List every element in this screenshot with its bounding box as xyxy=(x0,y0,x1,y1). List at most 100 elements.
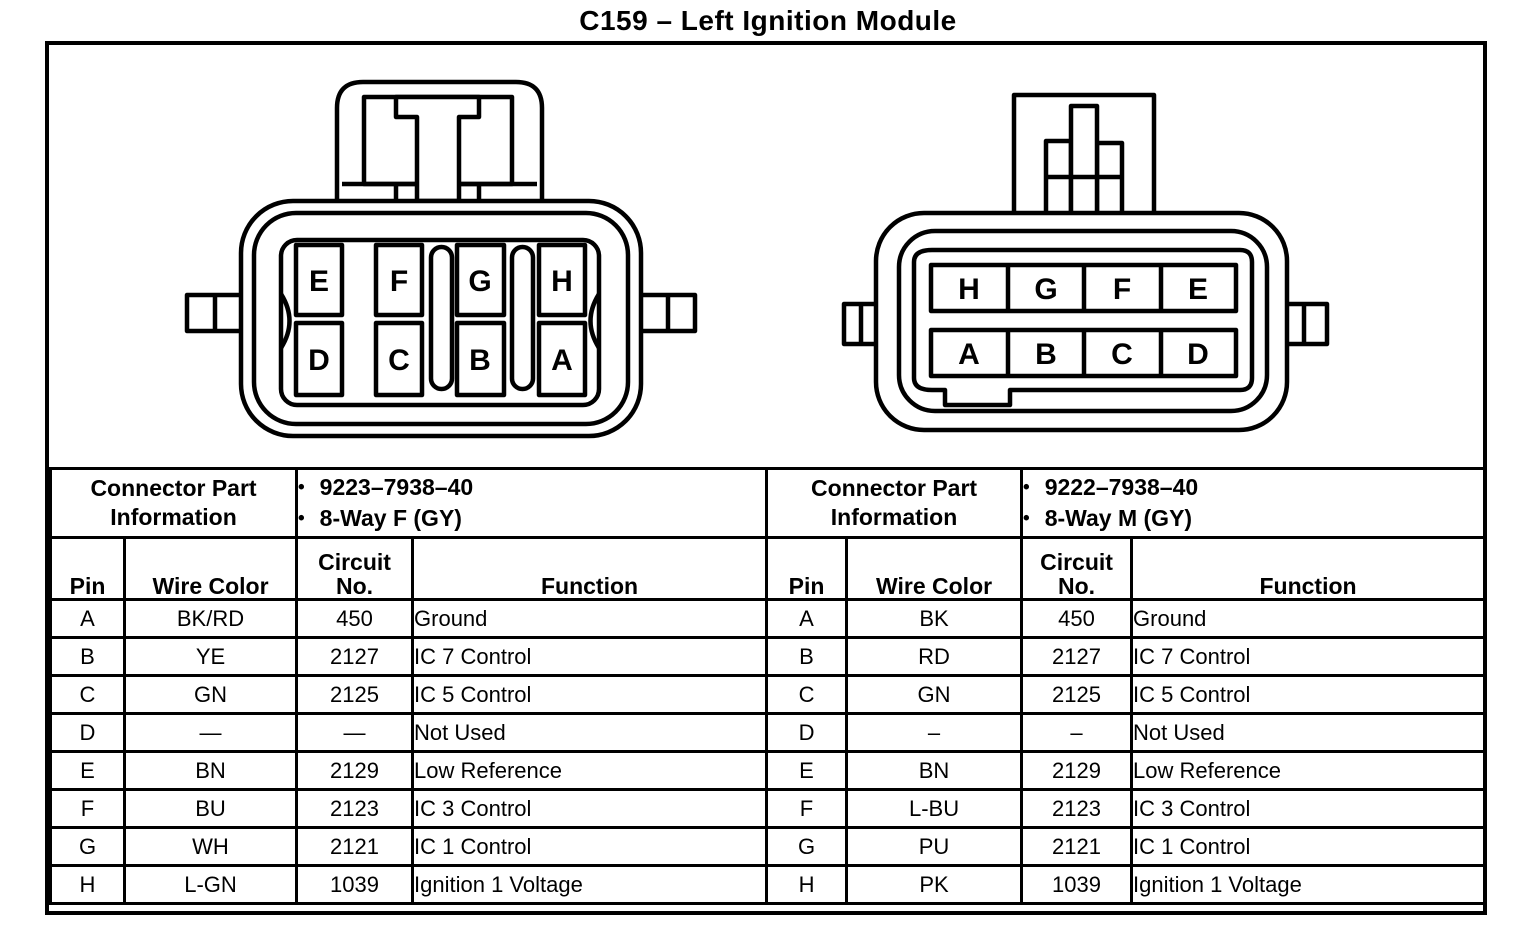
female-wall-notch-right xyxy=(588,292,601,350)
wire-color-cell: GN xyxy=(122,674,299,715)
pin-label: H xyxy=(958,273,980,306)
wire-color-column-header: Wire Color xyxy=(122,536,299,601)
male-cavity-outline xyxy=(911,247,1255,408)
wire-color-cell: GN xyxy=(845,674,1024,715)
pin-cavity-g xyxy=(454,242,507,318)
function-cell: IC 3 Control xyxy=(1130,788,1483,829)
connector-type: 8-Way M (GY) xyxy=(1044,505,1193,531)
page-title: C159 – Left Ignition Module xyxy=(579,5,957,36)
function-cell: IC 7 Control xyxy=(1130,636,1483,677)
circuit-cell: — xyxy=(295,712,415,753)
wire-color-cell: L-GN xyxy=(122,864,299,905)
pin-label: B xyxy=(469,344,491,377)
circuit-cell: 2129 xyxy=(295,750,415,791)
circuit-cell: 450 xyxy=(1020,598,1134,639)
wire-color-cell: PK xyxy=(845,864,1024,905)
circuit-cell: 2121 xyxy=(295,826,415,867)
pin-cavity-f xyxy=(373,242,425,318)
function-cell: Ground xyxy=(1130,598,1483,639)
bullet-icon: • xyxy=(298,508,305,529)
part-number-line: •8-Way F (GY) xyxy=(298,505,764,532)
female-body-inner-outline xyxy=(251,210,631,427)
table-row: G WH 2121 IC 1 Control G PU 2121 IC 1 Co… xyxy=(49,826,1483,867)
function-cell: Ground xyxy=(411,598,769,639)
pin-cell: G xyxy=(49,826,126,867)
pin-cell: D xyxy=(49,712,126,753)
pin-label: G xyxy=(468,265,491,298)
female-cavity-outline xyxy=(278,237,602,408)
part-number-line: • 8-Way M (GY) xyxy=(1023,505,1482,532)
table-row: A BK/RD 450 Ground A BK 450 Ground xyxy=(49,598,1483,639)
pin-cell: H xyxy=(49,864,126,905)
wire-color-cell: WH xyxy=(122,826,299,867)
male-lock-tab-center-rib xyxy=(1068,103,1100,218)
pin-label: C xyxy=(1111,338,1133,371)
wire-color-cell: BK/RD xyxy=(122,598,299,639)
part-number: 9222–7938–40 xyxy=(1044,474,1199,500)
pin-label: C xyxy=(388,344,410,377)
wire-color-cell: BK xyxy=(845,598,1024,639)
table-row: D — — Not Used D – – Not Used xyxy=(49,712,1483,753)
pin-cavity-d xyxy=(293,320,345,398)
female-wall-notch-left xyxy=(279,292,292,350)
pin-label: A xyxy=(958,338,980,371)
wire-color-cell: PU xyxy=(845,826,1024,867)
wire-color-cell: BU xyxy=(122,788,299,829)
pin-label: H xyxy=(551,265,573,298)
wire-color-cell: RD xyxy=(845,636,1024,677)
pin-cavity-h xyxy=(536,242,588,318)
pin-label: F xyxy=(1113,273,1131,306)
connector-faces-drawing: E F G H D C B A xyxy=(184,79,1330,439)
table-row: B YE 2127 IC 7 Control B RD 2127 IC 7 Co… xyxy=(49,636,1483,677)
bullet-icon: • xyxy=(1023,508,1030,529)
pin-cell: A xyxy=(765,598,849,639)
part-number: 9223–7938–40 xyxy=(319,474,474,500)
bullet-icon: • xyxy=(298,477,305,498)
circuit-cell: 1039 xyxy=(295,864,415,905)
column-header-row: Pin Wire Color Circuit No. Function Pin … xyxy=(49,536,1483,601)
function-cell: IC 5 Control xyxy=(411,674,769,715)
circuit-cell: 2123 xyxy=(1020,788,1134,829)
table-row: F BU 2123 IC 3 Control F L-BU 2123 IC 3 … xyxy=(49,788,1483,829)
circuit-cell: 450 xyxy=(295,598,415,639)
part-numbers: • 9223–7938–40 •8-Way F (GY) xyxy=(295,467,769,539)
circuit-cell: 2127 xyxy=(1020,636,1134,677)
function-cell: Low Reference xyxy=(1130,750,1483,791)
male-connector-face: H G F E A B C D xyxy=(841,92,1330,433)
function-cell: Ignition 1 Voltage xyxy=(411,864,769,905)
female-key-slot xyxy=(509,244,536,392)
part-numbers: •9222–7938–40 • 8-Way M (GY) xyxy=(1020,467,1483,539)
female-key-slot xyxy=(428,244,455,392)
pin-cavity-e xyxy=(293,242,345,318)
function-cell: Not Used xyxy=(1130,712,1483,753)
pin-cavity-a xyxy=(536,320,588,398)
pin-column-header: Pin xyxy=(765,536,849,601)
pin-cell: C xyxy=(49,674,126,715)
circuit-cell: 2123 xyxy=(295,788,415,829)
pin-cell: F xyxy=(49,788,126,829)
function-cell: IC 1 Control xyxy=(1130,826,1483,867)
function-cell: Ignition 1 Voltage xyxy=(1130,864,1483,905)
table-row: E BN 2129 Low Reference E BN 2129 Low Re… xyxy=(49,750,1483,791)
part-number-line: •9222–7938–40 xyxy=(1025,474,1482,501)
circuit-cell: 2129 xyxy=(1020,750,1134,791)
function-column-header: Function xyxy=(411,536,769,601)
pin-label: F xyxy=(390,265,408,298)
pin-cell: B xyxy=(765,636,849,677)
wire-color-cell: BN xyxy=(122,750,299,791)
male-body-inner-outline xyxy=(896,228,1270,414)
pin-cell: B xyxy=(49,636,126,677)
circuit-no-column-header: Circuit No. xyxy=(295,536,415,601)
part-number-line: • 9223–7938–40 xyxy=(298,474,764,501)
table-row: C GN 2125 IC 5 Control C GN 2125 IC 5 Co… xyxy=(49,674,1483,715)
function-column-header: Function xyxy=(1130,536,1483,601)
wire-color-cell: — xyxy=(122,712,299,753)
circuit-cell: 2125 xyxy=(295,674,415,715)
pin-label: G xyxy=(1034,273,1057,306)
pin-cell: A xyxy=(49,598,126,639)
connector-sheet-frame: E F G H D C B A xyxy=(45,41,1487,915)
function-cell: IC 1 Control xyxy=(411,826,769,867)
female-connector-face: E F G H D C B A xyxy=(184,79,698,439)
part-info-row: Connector Part Information •9223–7938–40… xyxy=(49,467,1483,539)
function-cell: IC 7 Control xyxy=(411,636,769,677)
